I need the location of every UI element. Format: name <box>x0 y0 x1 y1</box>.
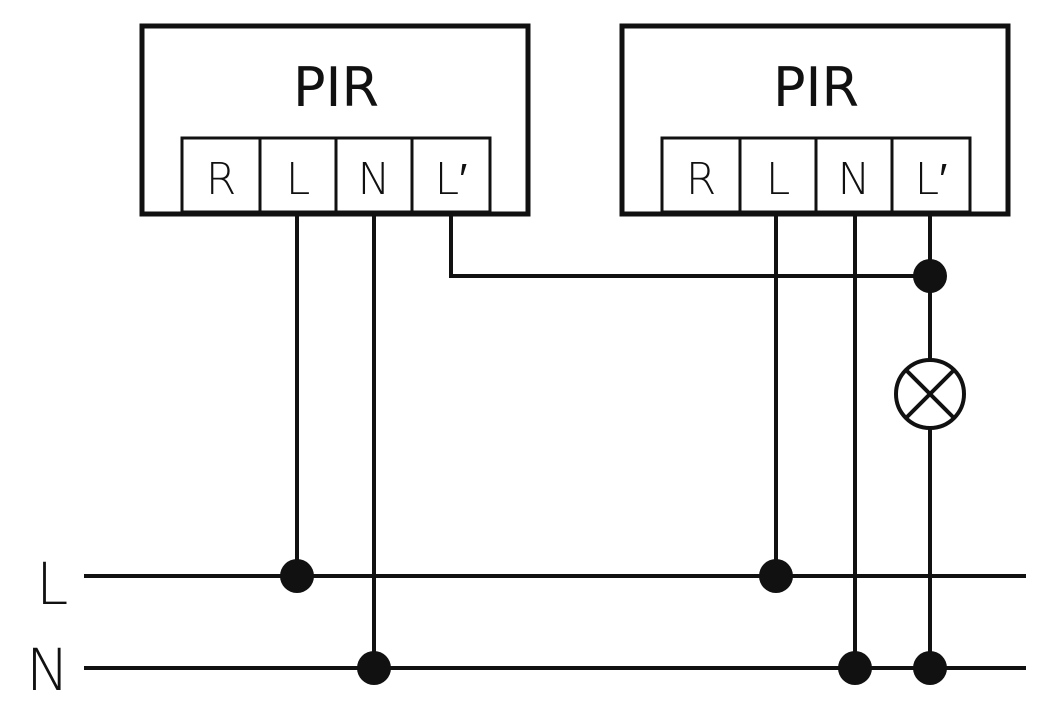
junction-dot-lamp-feed <box>913 259 947 293</box>
pir-1-housing <box>139 23 531 217</box>
junction-dot-lamp-n <box>913 651 947 685</box>
pir-2-terminal-n-label: N <box>838 154 871 205</box>
pir-1-terminal-n-label: N <box>358 154 391 205</box>
pir-1-terminal-l-label: L <box>286 154 311 205</box>
pir-1-terminal-lout-label: L′ <box>435 154 468 205</box>
pir-1-terminal-r-label: R <box>206 154 237 205</box>
junction-dot-pir-1-n <box>357 651 391 685</box>
lamp-icon <box>894 358 966 430</box>
pir-2-title: PIR <box>773 56 859 119</box>
line-bus-label: L <box>36 550 68 618</box>
junction-dot-pir-1-l <box>280 559 314 593</box>
pir-2-terminal-lout-label: L′ <box>915 154 948 205</box>
pir-sensor-1: PIR R L N L′ <box>139 23 531 217</box>
junction-dot-pir-2-n <box>838 651 872 685</box>
pir-2-terminal-r-label: R <box>686 154 717 205</box>
pir-1-terminal-lout <box>410 136 492 214</box>
pir-2-terminal-block: R L N L′ <box>660 136 972 214</box>
pir-sensor-2: PIR R L N L′ <box>619 23 1011 217</box>
junction-dot-pir-2-l <box>759 559 793 593</box>
pir-2-terminal-l-label: L <box>766 154 791 205</box>
pir-1-title: PIR <box>293 56 379 119</box>
pir-2-terminal-lout <box>890 136 972 214</box>
neutral-bus-label: N <box>26 636 69 704</box>
pir-1-terminal-block: R L N L′ <box>180 136 492 214</box>
pir-1-lout-to-lamp-wire <box>449 214 930 278</box>
pir-2-housing <box>619 23 1011 217</box>
